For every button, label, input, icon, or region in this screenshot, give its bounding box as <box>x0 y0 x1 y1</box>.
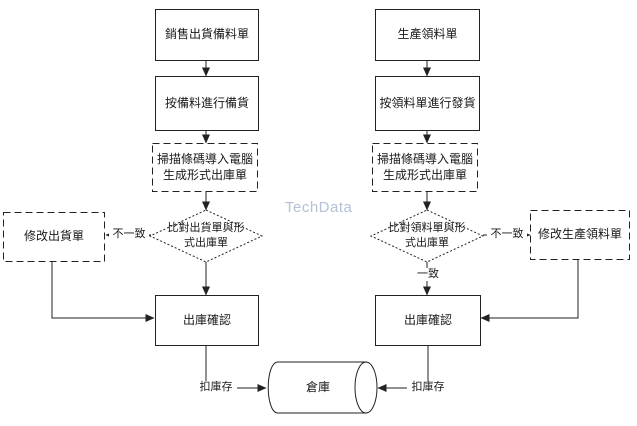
compare-requisition-decision-label: 比對領料單與形 式出庫單 <box>388 222 466 249</box>
sales-shipping-note-box: 銷售出貨備料單 <box>155 9 259 61</box>
scan-barcode-left-box: 掃描條碼導入電腦 生成形式出庫單 <box>156 151 253 182</box>
scan-barcode-right-box-border <box>372 143 478 192</box>
compare-shipping-decision-label: 比對出貨單與形 式出庫單 <box>167 222 245 249</box>
deduct-stock-label-left: 扣庫存 <box>195 381 237 394</box>
modify-shipping-note-box-border <box>3 212 105 262</box>
modify-requisition-box: 修改生產領料單 <box>537 227 622 242</box>
connector-arrows <box>51 59 579 392</box>
outbound-confirm-right-box: 出庫確認 <box>375 295 481 346</box>
compare-requisition-diamond <box>369 209 485 263</box>
warehouse-label: 倉庫 <box>305 379 330 394</box>
modify-requisition-box-border <box>530 210 630 260</box>
warehouse-cylinder <box>267 361 378 414</box>
scan-barcode-left-box-border <box>152 143 258 192</box>
deduct-stock-label-right: 扣庫存 <box>407 381 449 394</box>
techdata-watermark: TechData <box>285 199 353 216</box>
inconsistent-label-left: 不一致 <box>109 228 149 241</box>
consistent-label-right: 一致 <box>414 268 442 281</box>
ship-by-requisition-box: 按領料單進行發貨 <box>375 76 480 131</box>
modify-shipping-note-box: 修改出貨單 <box>23 229 84 244</box>
production-requisition-box: 生產領料單 <box>375 9 480 61</box>
scan-barcode-right-box: 掃描條碼導入電腦 生成形式出庫單 <box>376 151 473 182</box>
inconsistent-label-right: 不一致 <box>487 228 527 241</box>
prepare-goods-box: 按備料進行備貨 <box>155 76 259 131</box>
outbound-confirm-left-box: 出庫確認 <box>155 295 259 346</box>
compare-shipping-diamond <box>148 209 264 263</box>
